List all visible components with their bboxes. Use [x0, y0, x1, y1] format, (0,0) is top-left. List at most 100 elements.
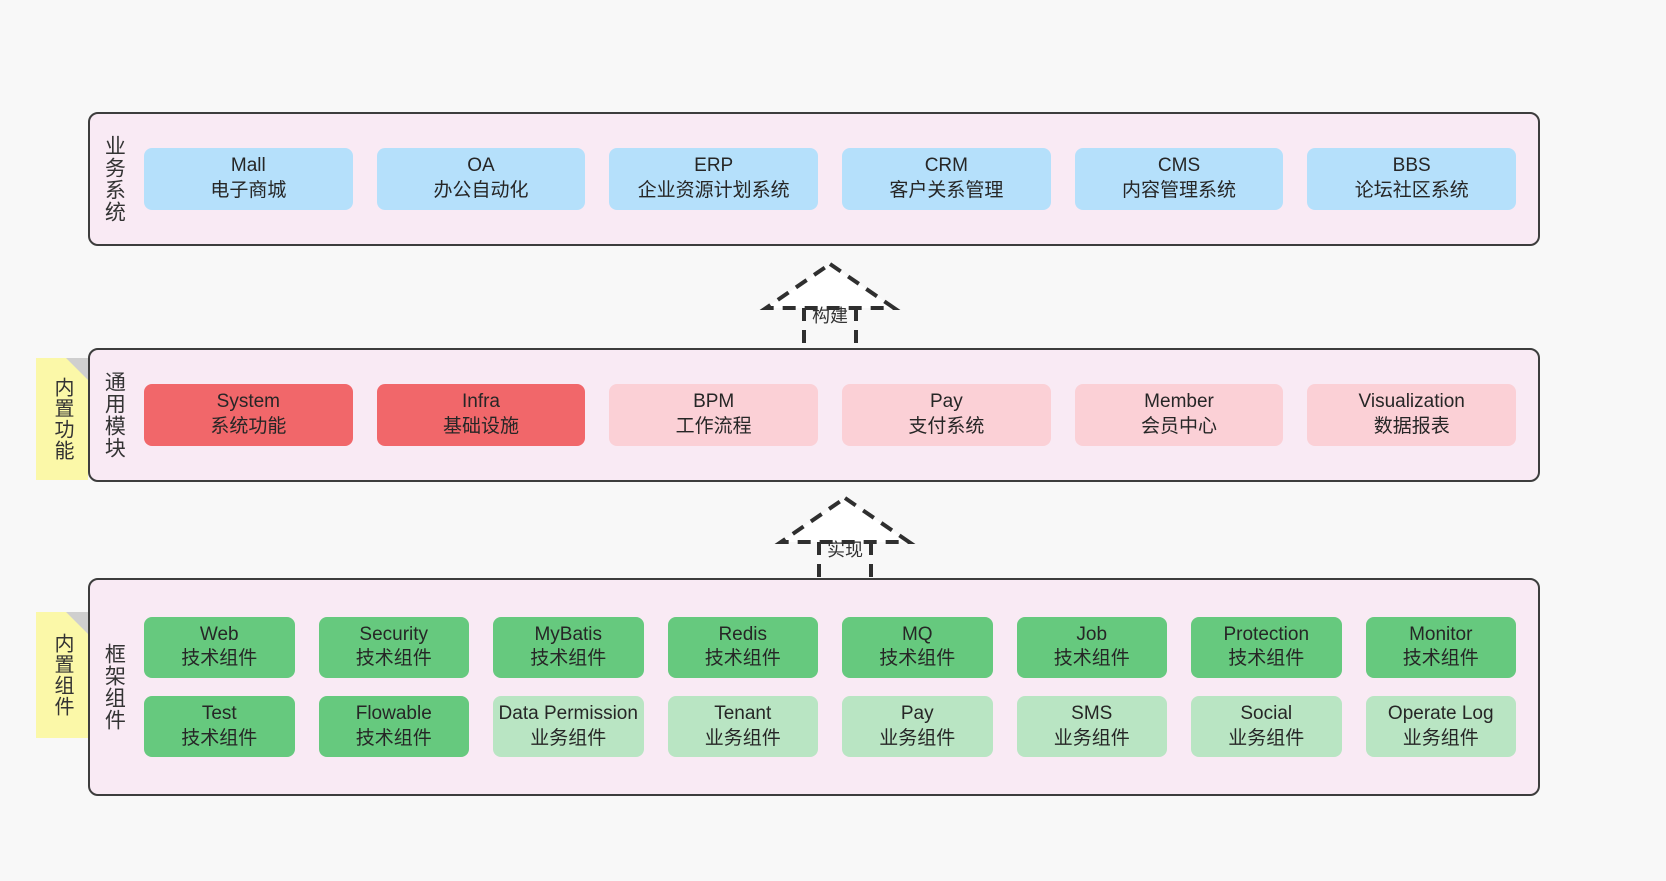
card-subtitle: 数据报表: [1373, 416, 1450, 437]
card-subtitle: 论坛社区系统: [1354, 180, 1469, 201]
card-title: Job: [1076, 623, 1108, 645]
connector-implement-arrow-icon: [774, 495, 916, 582]
connector-build: 构建: [755, 258, 905, 348]
card-title: BPM: [693, 391, 735, 413]
layer-business-system: 业务系统 Mall 电子商城 OA 办公自动化 ERP 企业资源计划系统 CRM…: [88, 112, 1540, 246]
card-operate-log[interactable]: Operate Log 业务组件: [1365, 696, 1516, 758]
connector-build-label: 构建: [812, 306, 848, 326]
card-title: System: [216, 391, 281, 413]
card-subtitle: 技术组件: [704, 648, 781, 670]
connector-implement-label: 实现: [827, 540, 863, 560]
sticky-note-label: 内置功能: [51, 377, 73, 461]
card-subtitle: 业务组件: [704, 727, 781, 749]
card-test[interactable]: Test 技术组件: [144, 696, 295, 758]
card-protection[interactable]: Protection 技术组件: [1191, 616, 1342, 678]
layer-business-cards: Mall 电子商城 OA 办公自动化 ERP 企业资源计划系统 CRM 客户关系…: [136, 114, 1538, 244]
card-subtitle: 技术组件: [1228, 648, 1305, 670]
layer-framework-component: 框架组件 Web 技术组件 Security 技术组件 MyBatis 技术组件…: [88, 578, 1540, 796]
card-row: Mall 电子商城 OA 办公自动化 ERP 企业资源计划系统 CRM 客户关系…: [144, 148, 1517, 210]
card-mall[interactable]: Mall 电子商城: [144, 148, 353, 210]
card-infra[interactable]: Infra 基础设施: [376, 384, 586, 446]
card-subtitle: 企业资源计划系统: [637, 180, 790, 201]
card-subtitle: 业务组件: [879, 727, 956, 749]
card-subtitle: 内容管理系统: [1122, 180, 1237, 201]
card-row: Web 技术组件 Security 技术组件 MyBatis 技术组件 Redi…: [144, 616, 1516, 678]
card-subtitle: 支付系统: [908, 416, 985, 437]
card-title: MyBatis: [534, 623, 603, 645]
card-title: Infra: [461, 391, 501, 413]
card-title: Social: [1240, 703, 1293, 724]
sticky-note-builtin-feature: 内置功能: [36, 358, 88, 480]
card-social[interactable]: Social 业务组件: [1191, 696, 1342, 758]
card-security[interactable]: Security 技术组件: [318, 616, 469, 678]
card-sms[interactable]: SMS 业务组件: [1016, 696, 1167, 758]
card-subtitle: 技术组件: [530, 648, 607, 670]
card-subtitle: 业务组件: [1053, 727, 1130, 749]
card-subtitle: 办公自动化: [433, 180, 529, 201]
card-flowable[interactable]: Flowable 技术组件: [318, 696, 469, 758]
layer-label-business: 业务系统: [102, 135, 126, 223]
card-title: Redis: [718, 623, 768, 645]
card-subtitle: 技术组件: [355, 648, 432, 670]
card-subtitle: 技术组件: [1053, 648, 1130, 670]
card-cms[interactable]: CMS 内容管理系统: [1074, 148, 1284, 210]
card-title: CRM: [924, 155, 968, 177]
card-tenant[interactable]: Tenant 业务组件: [667, 696, 818, 758]
card-subtitle: 业务组件: [530, 727, 607, 749]
card-pay[interactable]: Pay 支付系统: [842, 384, 1051, 446]
card-visualization[interactable]: Visualization 数据报表: [1307, 384, 1517, 446]
card-member[interactable]: Member 会员中心: [1074, 384, 1284, 446]
card-job[interactable]: Job 技术组件: [1016, 616, 1167, 678]
card-title: SMS: [1071, 703, 1113, 724]
folded-corner-icon: [66, 612, 88, 634]
layer-label-framework: 框架组件: [102, 643, 126, 731]
card-row: Test 技术组件 Flowable 技术组件 Data Permission …: [144, 696, 1516, 758]
card-subtitle: 电子商城: [210, 180, 287, 201]
card-subtitle: 技术组件: [355, 727, 432, 749]
card-title: Web: [199, 623, 239, 645]
card-title: Protection: [1223, 623, 1310, 645]
card-title: Visualization: [1358, 391, 1465, 413]
card-title: BBS: [1392, 155, 1431, 177]
card-system[interactable]: System 系统功能: [144, 384, 353, 446]
card-subtitle: 工作流程: [675, 416, 752, 437]
card-title: Tenant: [714, 703, 772, 724]
layer-common-module: 通用模块 System 系统功能 Infra 基础设施 BPM 工作流程 Pay…: [88, 348, 1540, 482]
card-subtitle: 基础设施: [443, 416, 520, 437]
card-crm[interactable]: CRM 客户关系管理: [842, 148, 1051, 210]
card-title: Member: [1144, 391, 1214, 413]
card-title: Data Permission: [498, 703, 638, 724]
card-title: Mall: [230, 155, 266, 177]
connector-implement: 实现: [770, 492, 920, 582]
card-erp[interactable]: ERP 企业资源计划系统: [609, 148, 819, 210]
sticky-note-label: 内置组件: [51, 633, 73, 717]
card-bpm[interactable]: BPM 工作流程: [609, 384, 819, 446]
card-oa[interactable]: OA 办公自动化: [376, 148, 586, 210]
card-title: OA: [467, 155, 495, 177]
card-monitor[interactable]: Monitor 技术组件: [1365, 616, 1516, 678]
card-mq[interactable]: MQ 技术组件: [842, 616, 993, 678]
card-bbs[interactable]: BBS 论坛社区系统: [1307, 148, 1517, 210]
card-subtitle: 技术组件: [1402, 648, 1479, 670]
card-row: System 系统功能 Infra 基础设施 BPM 工作流程 Pay 支付系统…: [144, 384, 1517, 446]
card-subtitle: 技术组件: [181, 648, 258, 670]
card-title: Monitor: [1409, 623, 1473, 645]
folded-corner-icon: [66, 358, 88, 380]
sticky-note-builtin-component: 内置组件: [36, 612, 88, 738]
layer-label-common: 通用模块: [102, 371, 126, 459]
card-title: Test: [201, 703, 237, 724]
card-subtitle: 技术组件: [879, 648, 956, 670]
card-mybatis[interactable]: MyBatis 技术组件: [493, 616, 644, 678]
card-subtitle: 技术组件: [181, 727, 258, 749]
card-title: Pay: [929, 391, 963, 413]
card-subtitle: 客户关系管理: [889, 180, 1004, 201]
card-subtitle: 会员中心: [1141, 416, 1218, 437]
card-data-permission[interactable]: Data Permission 业务组件: [493, 696, 644, 758]
card-pay-component[interactable]: Pay 业务组件: [842, 696, 993, 758]
card-redis[interactable]: Redis 技术组件: [667, 616, 818, 678]
card-subtitle: 业务组件: [1402, 727, 1479, 749]
card-subtitle: 业务组件: [1228, 727, 1305, 749]
layer-framework-cards: Web 技术组件 Security 技术组件 MyBatis 技术组件 Redi…: [136, 580, 1538, 794]
card-web[interactable]: Web 技术组件: [144, 616, 295, 678]
